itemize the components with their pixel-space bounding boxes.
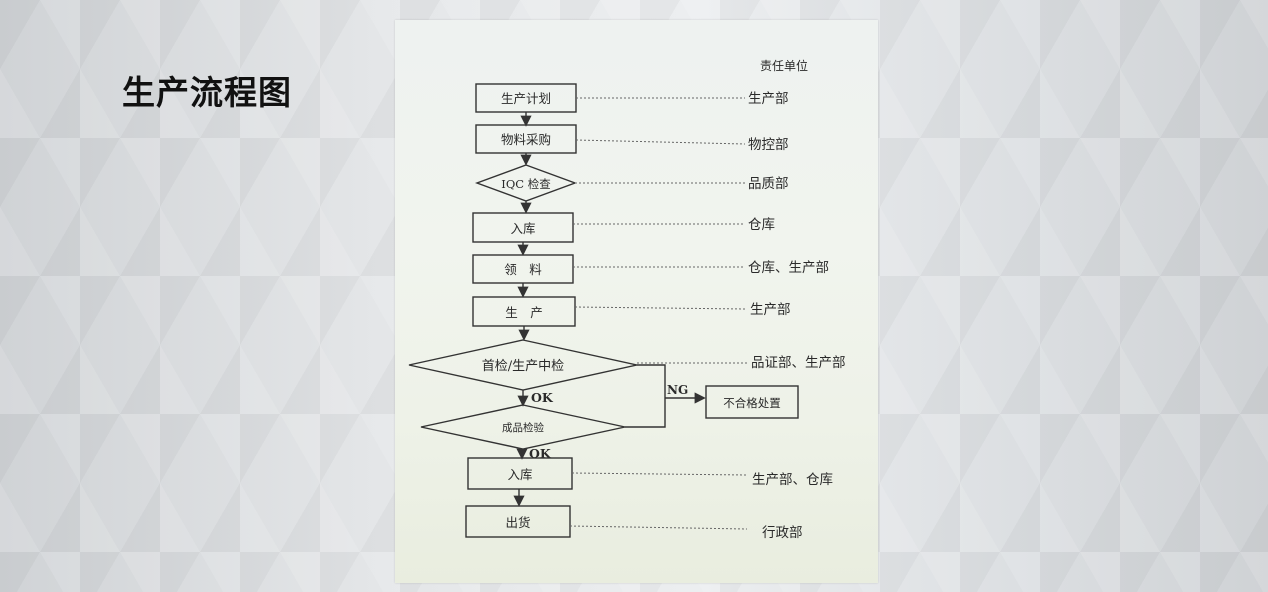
step-warehouse-in-label: 入库	[510, 221, 535, 236]
owner-first-inspection: 品证部、生产部	[751, 355, 846, 371]
owner-shipment: 行政部	[762, 525, 803, 541]
ok-label-2: OK	[529, 446, 552, 461]
owner-production: 生产部	[750, 302, 791, 318]
step-material-purchase-label: 物料采购	[501, 132, 551, 147]
step-shipment	[465, 505, 571, 538]
flowchart: 责任单位 生产计划 生产部 物料采购 物控部 IQC 检查 品质部 入库 仓库 …	[408, 58, 846, 541]
step-production-label: 生 产	[505, 305, 543, 320]
owner-iqc-check: 品质部	[748, 176, 789, 192]
reject-handling-label: 不合格处置	[723, 396, 781, 410]
owner-warehouse-in: 仓库	[748, 217, 775, 233]
ok-label-1: OK	[531, 390, 554, 405]
owner-material-purchase: 物控部	[748, 137, 789, 153]
step-material-pick-label: 领 料	[504, 262, 542, 277]
ng-label: NG	[667, 383, 688, 397]
owner-warehouse-in-2: 生产部、仓库	[752, 472, 833, 488]
step-final-inspection-label: 成品检验	[502, 421, 544, 434]
step-warehouse-in-2-label: 入库	[507, 467, 532, 482]
step-iqc-check-label: IQC 检查	[501, 177, 551, 191]
owner-material-pick: 仓库、生产部	[748, 260, 829, 276]
page-title: 生产流程图	[122, 73, 292, 112]
flowchart-photo: 责任单位 生产计划 生产部 物料采购 物控部 IQC 检查 品质部 入库 仓库 …	[395, 20, 878, 583]
step-production-plan-label: 生产计划	[501, 91, 551, 106]
responsible-unit-header: 责任单位	[760, 58, 808, 73]
reject-handling	[705, 385, 799, 419]
step-shipment-label: 出货	[505, 515, 530, 530]
step-first-inspection-label: 首检/生产中检	[482, 359, 564, 374]
owner-production-plan: 生产部	[748, 91, 789, 107]
